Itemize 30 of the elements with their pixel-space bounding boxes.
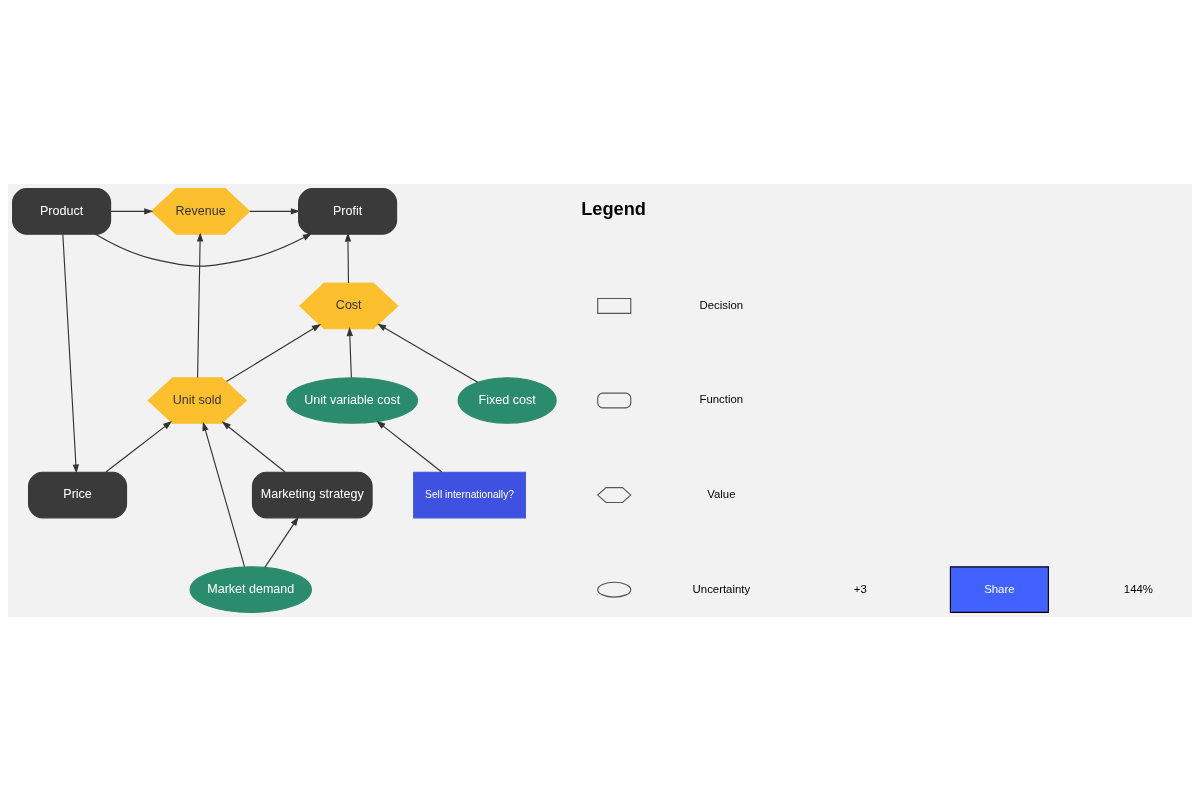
label: Share — [984, 582, 1015, 594]
node-ellipse: Market demand — [189, 565, 312, 613]
node-box: Product — [12, 187, 112, 235]
arrow — [202, 421, 246, 567]
arrow — [249, 207, 300, 215]
node-box: Marketing strategy — [251, 471, 373, 518]
node-box: Profit — [298, 187, 398, 235]
label: Legend — [581, 197, 646, 219]
arrow — [344, 232, 352, 283]
legend-label: Uncertainty — [692, 582, 751, 594]
node-box: Price — [28, 471, 128, 518]
node-ellipse: Unit variable cost — [286, 376, 419, 424]
node-box: Sell internationally? — [413, 471, 526, 518]
arrow — [196, 231, 204, 378]
arrow — [94, 232, 312, 267]
arrow — [225, 323, 322, 382]
node-ellipse: Fixed cost — [457, 376, 557, 424]
arrow — [110, 207, 154, 215]
label: 144% — [1123, 582, 1153, 594]
legend-label: Decision — [699, 298, 744, 311]
arrow — [377, 323, 479, 383]
arrow — [105, 420, 173, 473]
arrow — [376, 420, 443, 473]
legend-label: Function — [699, 392, 744, 405]
arrow — [62, 233, 80, 474]
arrow — [346, 326, 354, 378]
arrow — [264, 516, 299, 568]
legend-label: Value — [707, 487, 736, 500]
label: +3 — [853, 582, 867, 594]
arrow — [221, 420, 286, 473]
